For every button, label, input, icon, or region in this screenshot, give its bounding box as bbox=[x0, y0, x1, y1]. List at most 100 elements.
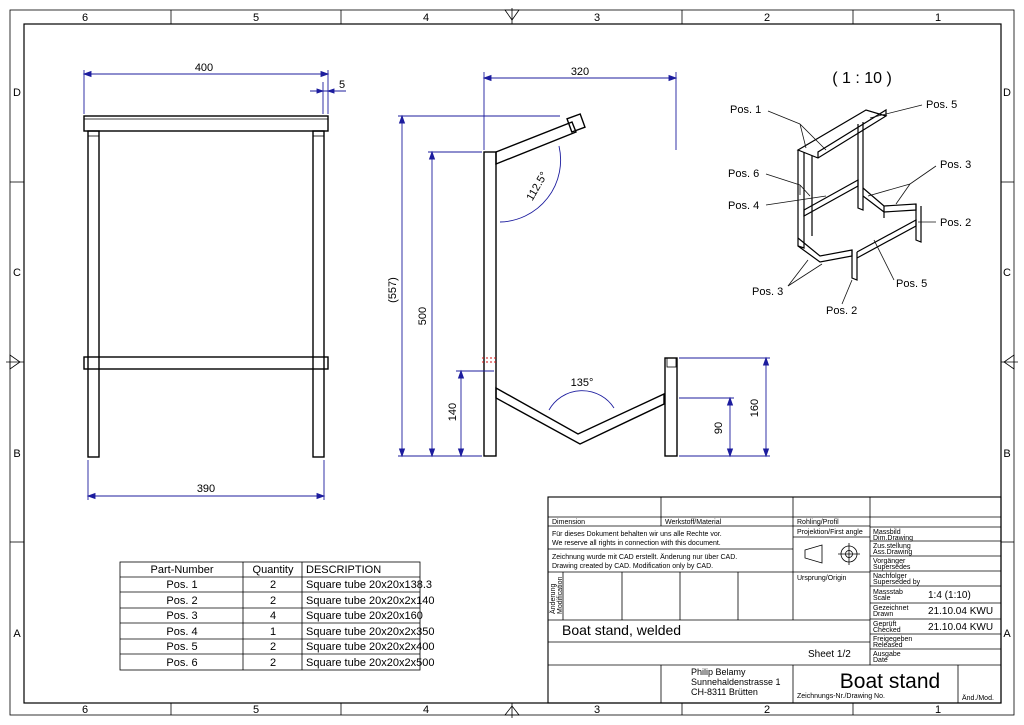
parts-cell: 2 bbox=[270, 579, 276, 591]
col-label-bottom: 3 bbox=[594, 704, 600, 716]
dim-front-offset: 5 bbox=[339, 79, 345, 91]
tb-released-en: Released bbox=[873, 642, 903, 649]
tb-material: Werkstoff/Material bbox=[665, 519, 722, 526]
iso-callout: Pos. 5 bbox=[896, 278, 927, 290]
side-view: 320 (557) 500 140 112.5° 135° 160 90 bbox=[387, 66, 770, 458]
drawing-frame bbox=[6, 8, 1018, 718]
parts-cell: Pos. 1 bbox=[166, 579, 197, 591]
tb-ass-drawing-en: Ass.Drawing bbox=[873, 549, 912, 556]
row-label-right: C bbox=[1003, 267, 1011, 279]
tb-sheet: Sheet 1/2 bbox=[808, 649, 851, 660]
col-label-bottom: 1 bbox=[935, 704, 941, 716]
tb-origin: Ursprung/Origin bbox=[797, 575, 847, 582]
parts-cell: Pos. 3 bbox=[166, 610, 197, 622]
tb-rev: Änd./Mod. bbox=[962, 694, 994, 702]
tb-drawing-no: Zeichnungs-Nr./Drawing No. bbox=[797, 693, 885, 700]
tb-checked-value: 21.10.04 KWU bbox=[928, 622, 993, 633]
tb-company: Philip Belamy bbox=[691, 667, 746, 677]
col-label-top: 1 bbox=[935, 12, 941, 24]
dim-front-width-top: 400 bbox=[195, 62, 213, 74]
dim-side-right-height: 160 bbox=[749, 399, 761, 417]
tb-cad-de: Zeichnung wurde mit CAD erstellt. Änderu… bbox=[552, 553, 737, 561]
row-label-right: A bbox=[1003, 628, 1011, 640]
row-labels: D C B A D C B A bbox=[13, 87, 1011, 640]
tb-released-de: Freigegeben bbox=[873, 636, 912, 643]
parts-cell: Square tube 20x20x2x400 bbox=[306, 641, 434, 653]
dim-side-angle-upper: 112.5° bbox=[524, 170, 550, 203]
tb-street: Sunnehaldenstrasse 1 bbox=[691, 677, 781, 687]
dim-side-lower-height: 140 bbox=[447, 403, 459, 421]
tb-projection: Projektion/First angle bbox=[797, 529, 863, 536]
iso-callout: Pos. 3 bbox=[940, 159, 971, 171]
col-label-top: 2 bbox=[764, 12, 770, 24]
parts-cell: Square tube 20x20x2x140 bbox=[306, 595, 434, 607]
parts-cell: Pos. 5 bbox=[166, 641, 197, 653]
iso-callout: Pos. 5 bbox=[926, 99, 957, 111]
dim-side-height: 500 bbox=[417, 307, 429, 325]
parts-cell: Pos. 6 bbox=[166, 657, 197, 669]
column-labels-top: 6 5 4 3 2 1 bbox=[82, 12, 941, 24]
tb-issue-de: Ausgabe bbox=[873, 651, 901, 658]
tb-scale-value: 1:4 (1:10) bbox=[928, 590, 971, 601]
parts-header: Part-Number bbox=[151, 564, 214, 576]
tb-checked-de: Geprüft bbox=[873, 621, 896, 628]
first-angle-projection-icon bbox=[804, 543, 860, 565]
front-view: 400 5 390 bbox=[82, 62, 346, 500]
tb-drawn-en: Drawn bbox=[873, 611, 893, 618]
col-label-top: 5 bbox=[253, 12, 259, 24]
iso-callout: Pos. 2 bbox=[940, 217, 971, 229]
row-label-left: D bbox=[13, 87, 21, 99]
iso-callout: Pos. 3 bbox=[752, 286, 783, 298]
row-label-left: B bbox=[13, 448, 20, 460]
tb-drawn-de: Gezeichnet bbox=[873, 605, 908, 612]
parts-cell: 4 bbox=[270, 610, 276, 622]
dim-side-right-lower: 90 bbox=[713, 422, 725, 434]
parts-header: DESCRIPTION bbox=[306, 564, 381, 576]
tb-title: Boat stand bbox=[840, 670, 940, 693]
parts-cell: Pos. 2 bbox=[166, 595, 197, 607]
tb-scale-en: Scale bbox=[873, 595, 891, 602]
tb-drawn-value: 21.10.04 KWU bbox=[928, 606, 993, 617]
row-label-right: D bbox=[1003, 87, 1011, 99]
col-label-bottom: 2 bbox=[764, 704, 770, 716]
iso-callout: Pos. 6 bbox=[728, 168, 759, 180]
parts-cell: Square tube 20x20x2x350 bbox=[306, 626, 434, 638]
tb-dimension: Dimension bbox=[552, 519, 585, 526]
parts-cell: 2 bbox=[270, 595, 276, 607]
col-label-bottom: 6 bbox=[82, 704, 88, 716]
dim-side-overall-height: (557) bbox=[387, 277, 399, 303]
tb-cad-en: Drawing created by CAD. Modification onl… bbox=[552, 563, 713, 570]
col-label-top: 3 bbox=[594, 12, 600, 24]
column-labels-bottom: 6 5 4 3 2 1 bbox=[82, 704, 941, 716]
tb-supersedes-en: Supersedes bbox=[873, 564, 911, 571]
col-label-top: 6 bbox=[82, 12, 88, 24]
tb-ass-drawing-de: Zus.stellung bbox=[873, 543, 911, 550]
tb-blank: Rohling/Profil bbox=[797, 519, 839, 526]
row-label-left: A bbox=[13, 628, 21, 640]
col-label-bottom: 4 bbox=[423, 704, 429, 716]
iso-callout: Pos. 2 bbox=[826, 305, 857, 317]
dim-side-angle-lower: 135° bbox=[571, 377, 594, 389]
title-block: Dimension Werkstoff/Material Rohling/Pro… bbox=[547, 496, 1002, 704]
tb-superseded-de: Nachfolger bbox=[873, 573, 908, 580]
parts-cell: 2 bbox=[270, 641, 276, 653]
tb-checked-en: Checked bbox=[873, 627, 901, 634]
parts-table: Part-Number Quantity DESCRIPTION Pos. 1 … bbox=[119, 561, 434, 671]
dim-front-width-bottom: 390 bbox=[197, 483, 215, 495]
col-label-bottom: 5 bbox=[253, 704, 259, 716]
tb-modification-de: Änderung bbox=[549, 584, 557, 614]
row-label-right: B bbox=[1003, 448, 1010, 460]
col-label-top: 4 bbox=[423, 12, 429, 24]
parts-header: Quantity bbox=[253, 564, 294, 576]
parts-cell: Square tube 20x20x160 bbox=[306, 610, 423, 622]
iso-callout: Pos. 1 bbox=[730, 104, 761, 116]
tb-modification-en: Modification bbox=[557, 577, 564, 614]
parts-cell: Square tube 20x20x2x500 bbox=[306, 657, 434, 669]
tb-dim-drawing-de: Massbild bbox=[873, 529, 901, 536]
tb-supersedes-de: Vorgänger bbox=[873, 558, 906, 565]
tb-dim-drawing-en: Dim.Drawing bbox=[873, 535, 913, 542]
parts-cell: Square tube 20x20x138.3 bbox=[306, 579, 432, 591]
row-label-left: C bbox=[13, 267, 21, 279]
tb-rights-en: We reserve all rights in connection with… bbox=[552, 540, 721, 547]
tb-issue-en: Date bbox=[873, 657, 888, 664]
